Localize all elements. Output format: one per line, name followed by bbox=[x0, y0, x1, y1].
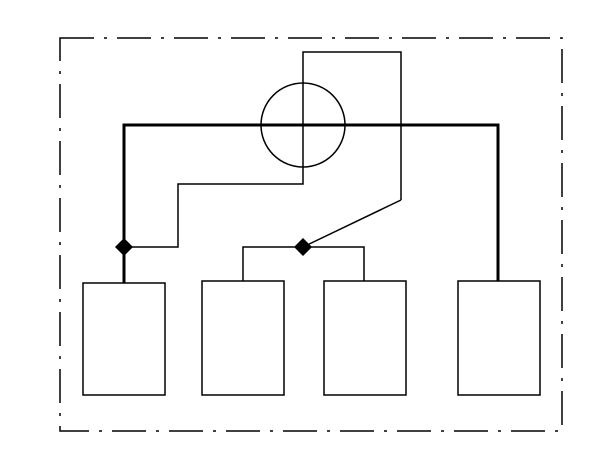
block-3 bbox=[323, 280, 407, 396]
block-2 bbox=[201, 280, 285, 396]
junction-2-dot bbox=[294, 238, 312, 256]
block-1 bbox=[82, 282, 166, 396]
junction-1-dot bbox=[115, 238, 133, 256]
loop-wire bbox=[124, 51, 402, 248]
diagonal-link-wire bbox=[302, 199, 402, 248]
block-4 bbox=[457, 280, 541, 396]
boundary-frame bbox=[59, 37, 563, 432]
